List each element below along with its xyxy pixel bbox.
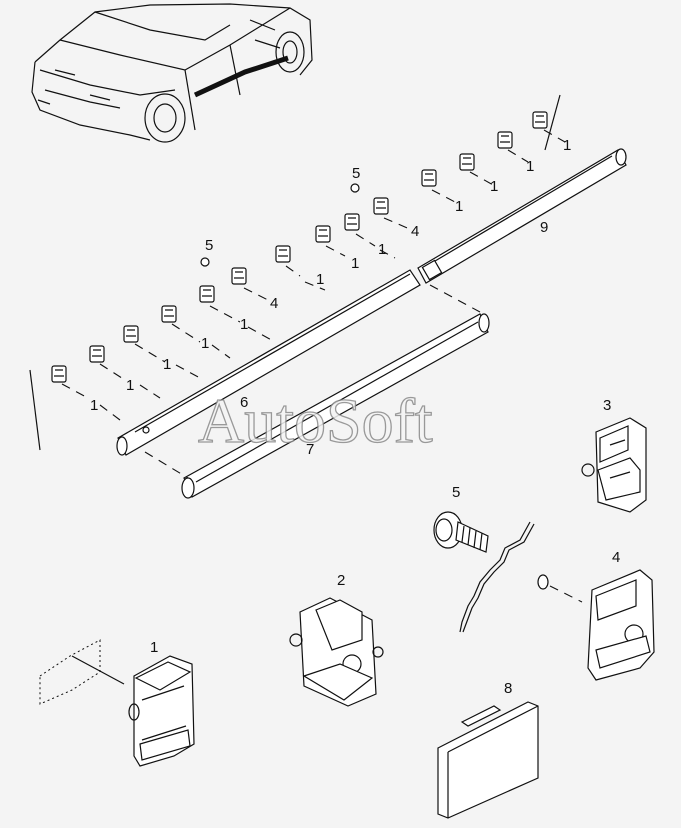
screw-5-detail: 5: [433, 484, 489, 553]
callout-3: 3: [603, 397, 611, 414]
mini-clip: [275, 245, 291, 263]
molding-9: [417, 148, 627, 284]
callout-1: 1: [455, 198, 463, 215]
strip-callouts: 1 1 1 1 1 4 1 1 1 4 1 1 1 1 5 5 9 6 7: [90, 137, 571, 458]
callout-6: 6: [240, 394, 248, 411]
car-illustration: [31, 3, 313, 143]
panel-edge-line: [459, 521, 531, 633]
guide-line: [144, 451, 189, 479]
callout-1: 1: [150, 639, 158, 656]
mini-clip: [532, 111, 548, 129]
callout-1: 1: [201, 335, 209, 352]
callout-4: 4: [270, 295, 278, 312]
callout-1: 1: [316, 271, 324, 288]
mini-clip: [421, 169, 437, 187]
watermark: AutoSoft: [198, 385, 433, 456]
callout-4: 4: [411, 223, 419, 240]
mini-clip: [123, 325, 139, 343]
callout-1: 1: [563, 137, 571, 154]
callout-4: 4: [612, 549, 620, 566]
mini-clip: [89, 345, 105, 363]
callout-1: 1: [526, 158, 534, 175]
molding-6: [116, 269, 421, 456]
mini-clip: [231, 267, 247, 285]
callout-1: 1: [490, 178, 498, 195]
callout-1: 1: [378, 241, 386, 258]
guide-line: [544, 94, 561, 151]
callout-1: 1: [126, 377, 134, 394]
clip-2-detail: 2: [289, 572, 384, 707]
guide-line: [429, 284, 481, 313]
leader-lines: [61, 129, 566, 421]
mini-clip: [344, 213, 360, 231]
mini-clip: [315, 225, 331, 243]
adhesive-pad-8-detail: 8: [437, 680, 539, 819]
mini-clip: [161, 305, 177, 323]
callout-7: 7: [306, 441, 314, 458]
mini-clip: [459, 153, 475, 171]
body-section-outline: [39, 639, 101, 705]
panel-edge-line: [462, 523, 535, 633]
mini-clip: [497, 131, 513, 149]
clip-3-detail: 3: [581, 397, 647, 513]
callout-1: 1: [240, 316, 248, 333]
callout-1: 1: [351, 255, 359, 272]
callout-9: 9: [540, 219, 548, 236]
mini-clip: [199, 285, 215, 303]
callout-1: 1: [90, 397, 98, 414]
mini-clip: [51, 365, 67, 383]
guide-line: [71, 655, 125, 685]
callout-2: 2: [337, 572, 345, 589]
molding-7: [181, 313, 490, 499]
mini-clip: [373, 197, 389, 215]
clip-4-detail: 4: [537, 549, 655, 681]
callout-5: 5: [352, 165, 360, 182]
mini-clips: [51, 111, 548, 383]
clip-1-detail: 1: [128, 639, 195, 767]
callout-8: 8: [504, 680, 512, 697]
mini-screw: [200, 257, 210, 267]
mini-screw: [350, 183, 360, 193]
callout-1: 1: [163, 356, 171, 373]
callout-5: 5: [452, 484, 460, 501]
guide-line: [29, 369, 41, 451]
callout-5: 5: [205, 237, 213, 254]
